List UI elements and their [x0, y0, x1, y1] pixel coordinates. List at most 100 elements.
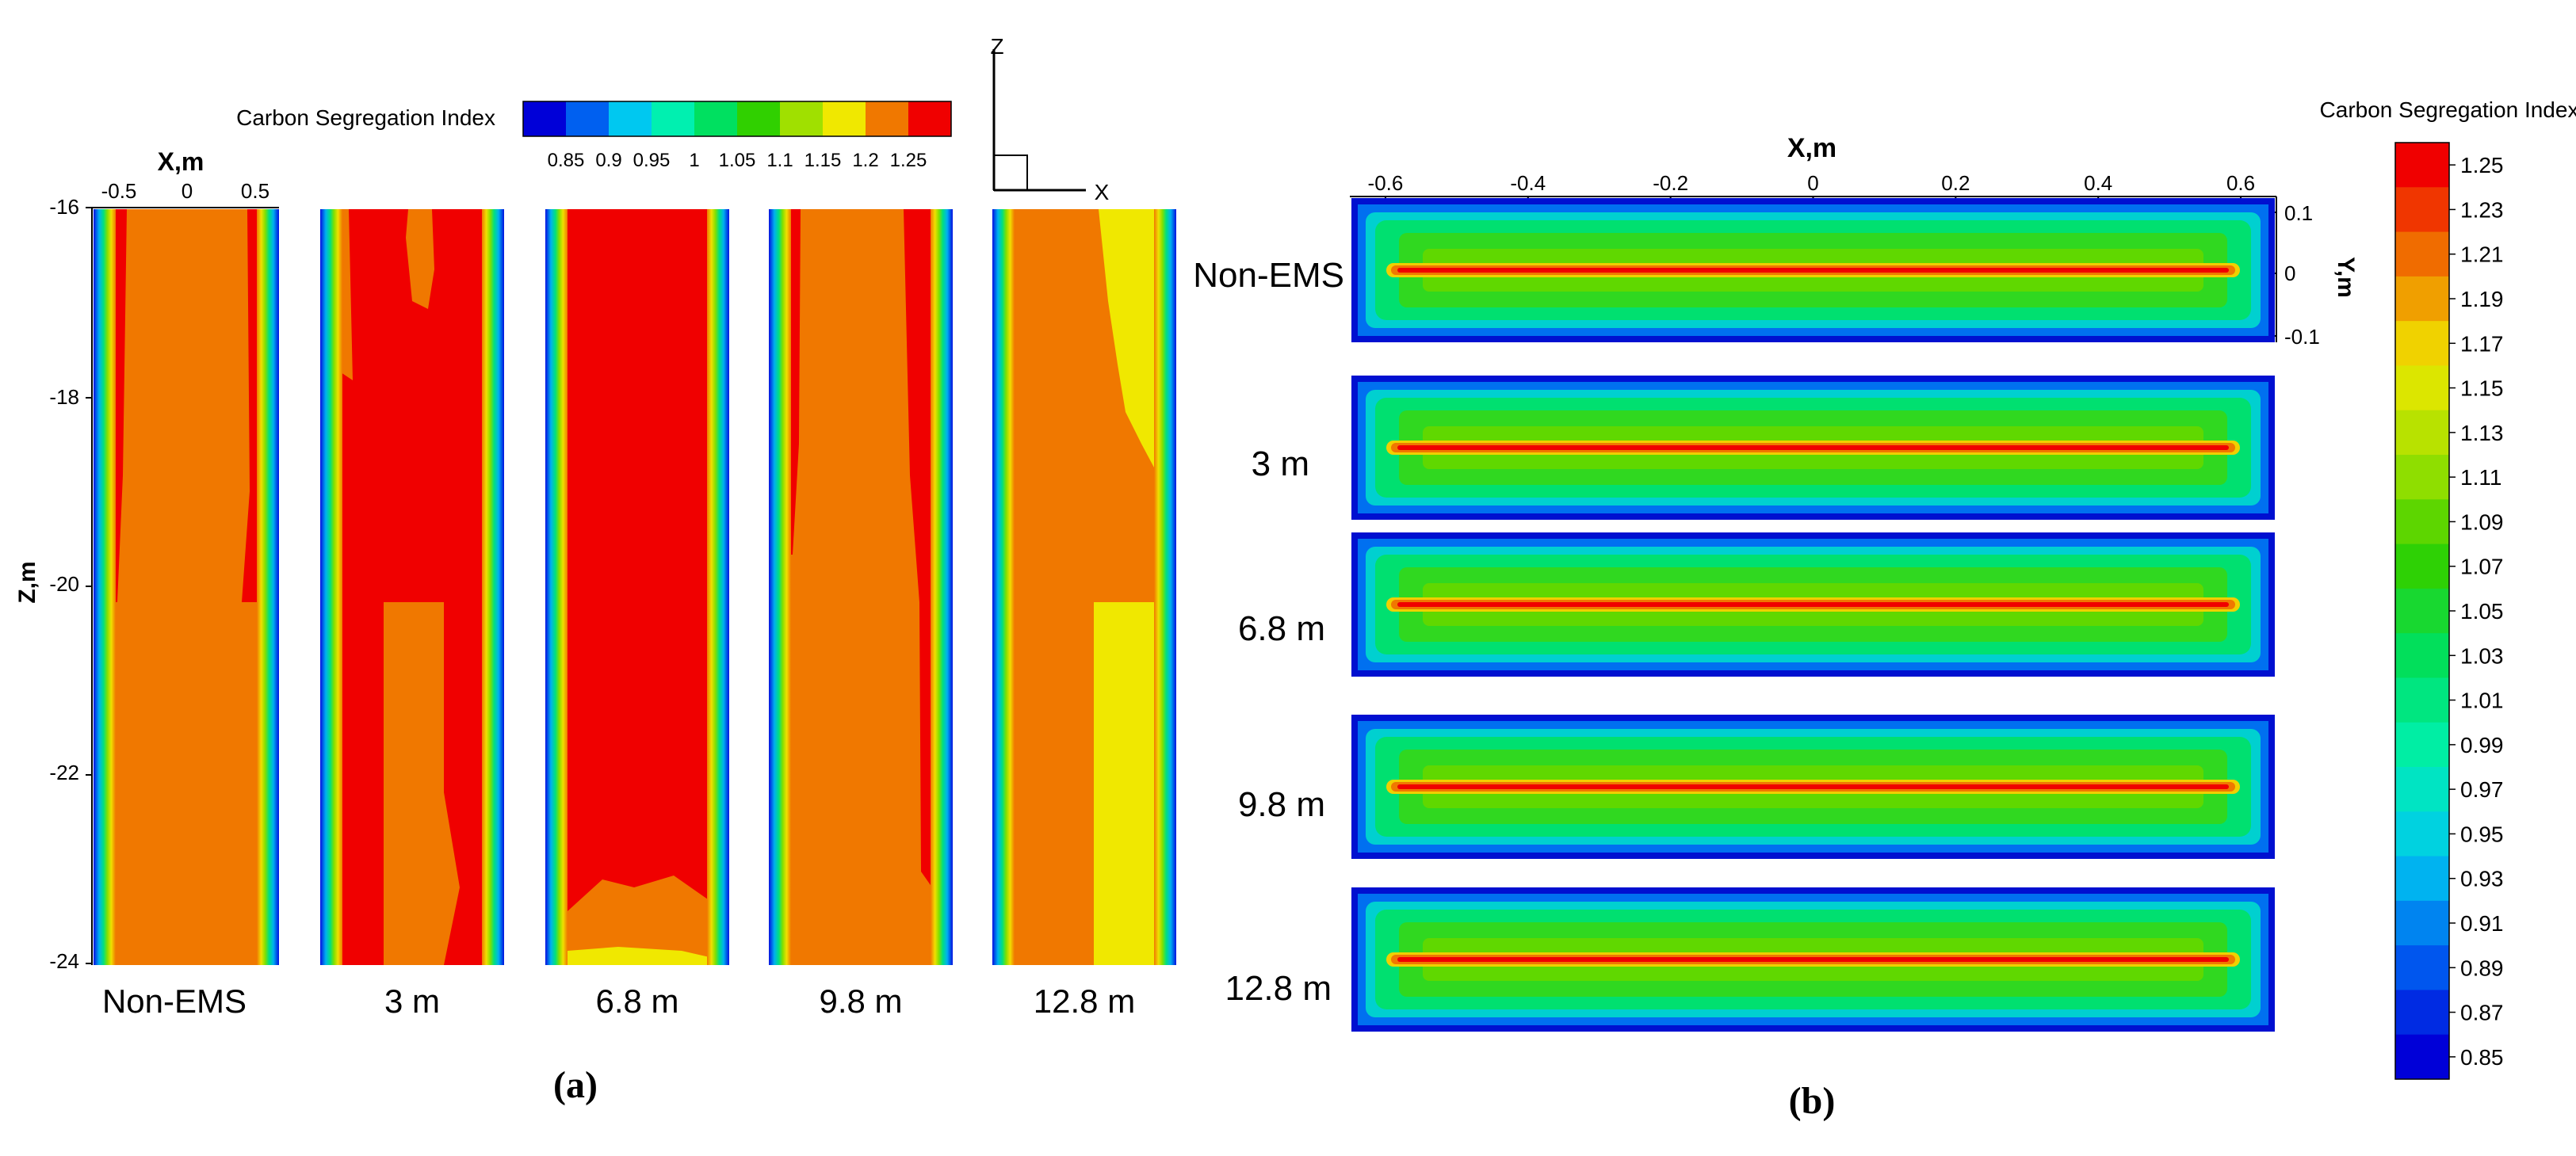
slice-9-8m — [769, 209, 953, 965]
legend-a-tick: 1 — [689, 150, 699, 171]
legend-a-swatch — [780, 101, 824, 136]
legend-a-swatch — [609, 101, 652, 136]
slab-label-6-8m: 6.8 m — [1238, 609, 1325, 648]
panel-b-ytick: 0.1 — [2284, 201, 2313, 225]
legend-b-tick: 1.15 — [2460, 376, 2504, 401]
slab-section — [1351, 376, 2275, 520]
panel-b-slabs — [1351, 198, 2275, 1032]
legend-a-tick: 0.85 — [548, 150, 585, 171]
legend-a-tick: 0.95 — [633, 150, 671, 171]
slice-12-8m — [992, 209, 1176, 965]
legend-b-title: Carbon Segregation Index — [2320, 97, 2576, 122]
centerline — [1397, 268, 2229, 273]
legend-b-swatch — [2395, 544, 2449, 589]
legend-b-swatch — [2395, 499, 2449, 545]
panel-b-xlabel: X,m — [1787, 133, 1836, 163]
centerline — [1397, 602, 2229, 607]
slab-section — [1351, 887, 2275, 1032]
legend-a-tick: 1.05 — [719, 150, 756, 171]
legend-b-tick: 0.95 — [2460, 822, 2504, 846]
panel-b-xtick: -0.6 — [1368, 171, 1404, 195]
axes-icon-z: Z — [990, 34, 1003, 59]
legend-b-tick: 1.23 — [2460, 197, 2504, 222]
axes-icon-x: X — [1095, 180, 1110, 204]
legend-b-tick: 1.11 — [2460, 465, 2501, 490]
panel-b-xtick: 0.6 — [2226, 171, 2255, 195]
legend-a-tick: 0.9 — [595, 150, 621, 171]
panel-a-yticks: -16 -18 -20 -22 -24 — [49, 195, 79, 973]
legend-a-tick: 1.2 — [852, 150, 878, 171]
legend-b-swatch — [2395, 410, 2449, 456]
panel-a-caption: (a) — [553, 1064, 598, 1106]
legend-a-swatch — [866, 101, 909, 136]
legend-a-tick: 1.25 — [890, 150, 927, 171]
slice-label-3m: 3 m — [384, 982, 440, 1020]
legend-a-swatch — [823, 101, 866, 136]
legend-b-swatch — [2395, 856, 2449, 902]
legend-b-swatch — [2395, 811, 2449, 857]
slab-section — [1351, 532, 2275, 677]
legend-a-colorbar — [522, 101, 952, 137]
panel-b-ytick: -0.1 — [2284, 325, 2320, 349]
panel-b-xtick: -0.2 — [1653, 171, 1688, 195]
panel-a: Carbon Segregation Index 0.85 0.9 0.95 1 1.0… — [14, 34, 1176, 1106]
legend-a-swatch — [694, 101, 738, 136]
legend-b-tick: 0.93 — [2460, 867, 2504, 891]
slice-label-6-8m: 6.8 m — [595, 982, 678, 1020]
legend-b-tick: 0.89 — [2460, 956, 2504, 980]
panel-b-xtick: 0 — [1807, 171, 1818, 195]
slab-label-3m: 3 m — [1252, 444, 1309, 483]
legend-b-swatch — [2395, 1034, 2449, 1080]
centerline — [1397, 784, 2229, 789]
legend-b-colorbar: 1.251.231.211.191.171.151.131.111.091.07… — [2394, 142, 2504, 1080]
legend-a-tick: 1.15 — [805, 150, 842, 171]
legend-b-swatch — [2395, 588, 2449, 634]
panel-a-xlabel: X,m — [158, 147, 204, 176]
legend-b-tick: 0.87 — [2460, 1001, 2504, 1025]
legend-b-swatch — [2395, 231, 2449, 277]
slab-label-non-ems: Non-EMS — [1193, 256, 1344, 295]
legend-b-swatch — [2395, 276, 2449, 322]
legend-b-tick: 1.21 — [2460, 242, 2504, 267]
panel-a-xtick: -0.5 — [101, 179, 137, 203]
legend-a-title: Carbon Segregation Index — [236, 105, 495, 130]
legend-b-tick: 1.01 — [2460, 689, 2504, 713]
panel-b-caption: (b) — [1789, 1080, 1836, 1122]
legend-b-tick: 1.19 — [2460, 287, 2504, 311]
legend-b-swatch — [2395, 900, 2449, 946]
legend-b-tick: 1.03 — [2460, 643, 2504, 668]
legend-b-swatch — [2395, 945, 2449, 990]
slab-label-9-8m: 9.8 m — [1238, 785, 1325, 824]
panel-b-ylabel: Y,m — [2333, 257, 2359, 298]
legend-b-swatch — [2395, 143, 2449, 188]
panel-b-ytick: 0 — [2284, 261, 2295, 285]
panel-a-ytick: -18 — [49, 385, 79, 409]
slice-label-9-8m: 9.8 m — [819, 982, 902, 1020]
legend-b-swatch — [2395, 722, 2449, 768]
legend-a-swatch — [523, 101, 567, 136]
legend-b-tick: 1.25 — [2460, 153, 2504, 177]
legend-b-swatch — [2395, 365, 2449, 411]
panel-a-ylabel: Z,m — [14, 561, 40, 603]
panel-b-xtick: 0.2 — [1941, 171, 1970, 195]
legend-b-swatch — [2395, 633, 2449, 678]
legend-b-swatch — [2395, 455, 2449, 500]
slice-label-12-8m: 12.8 m — [1034, 982, 1135, 1020]
panel-a-xtick: 0.5 — [241, 179, 269, 203]
centerline — [1397, 957, 2229, 962]
panel-a-xticks: -0.5 0 0.5 — [101, 179, 269, 203]
slab-section — [1351, 715, 2275, 859]
panel-a-ytick: -16 — [49, 195, 79, 219]
legend-b-tick: 1.07 — [2460, 555, 2504, 579]
legend-b-swatch — [2395, 990, 2449, 1036]
panel-a-axis-lines — [86, 207, 279, 965]
legend-b-swatch — [2395, 677, 2449, 723]
axes-orientation-icon: Z X — [990, 34, 1109, 204]
slice-label-non-ems: Non-EMS — [102, 982, 247, 1020]
legend-b-tick: 1.05 — [2460, 599, 2504, 624]
legend-b-tick: 0.97 — [2460, 777, 2504, 802]
legend-b-tick: 0.85 — [2460, 1045, 2504, 1070]
